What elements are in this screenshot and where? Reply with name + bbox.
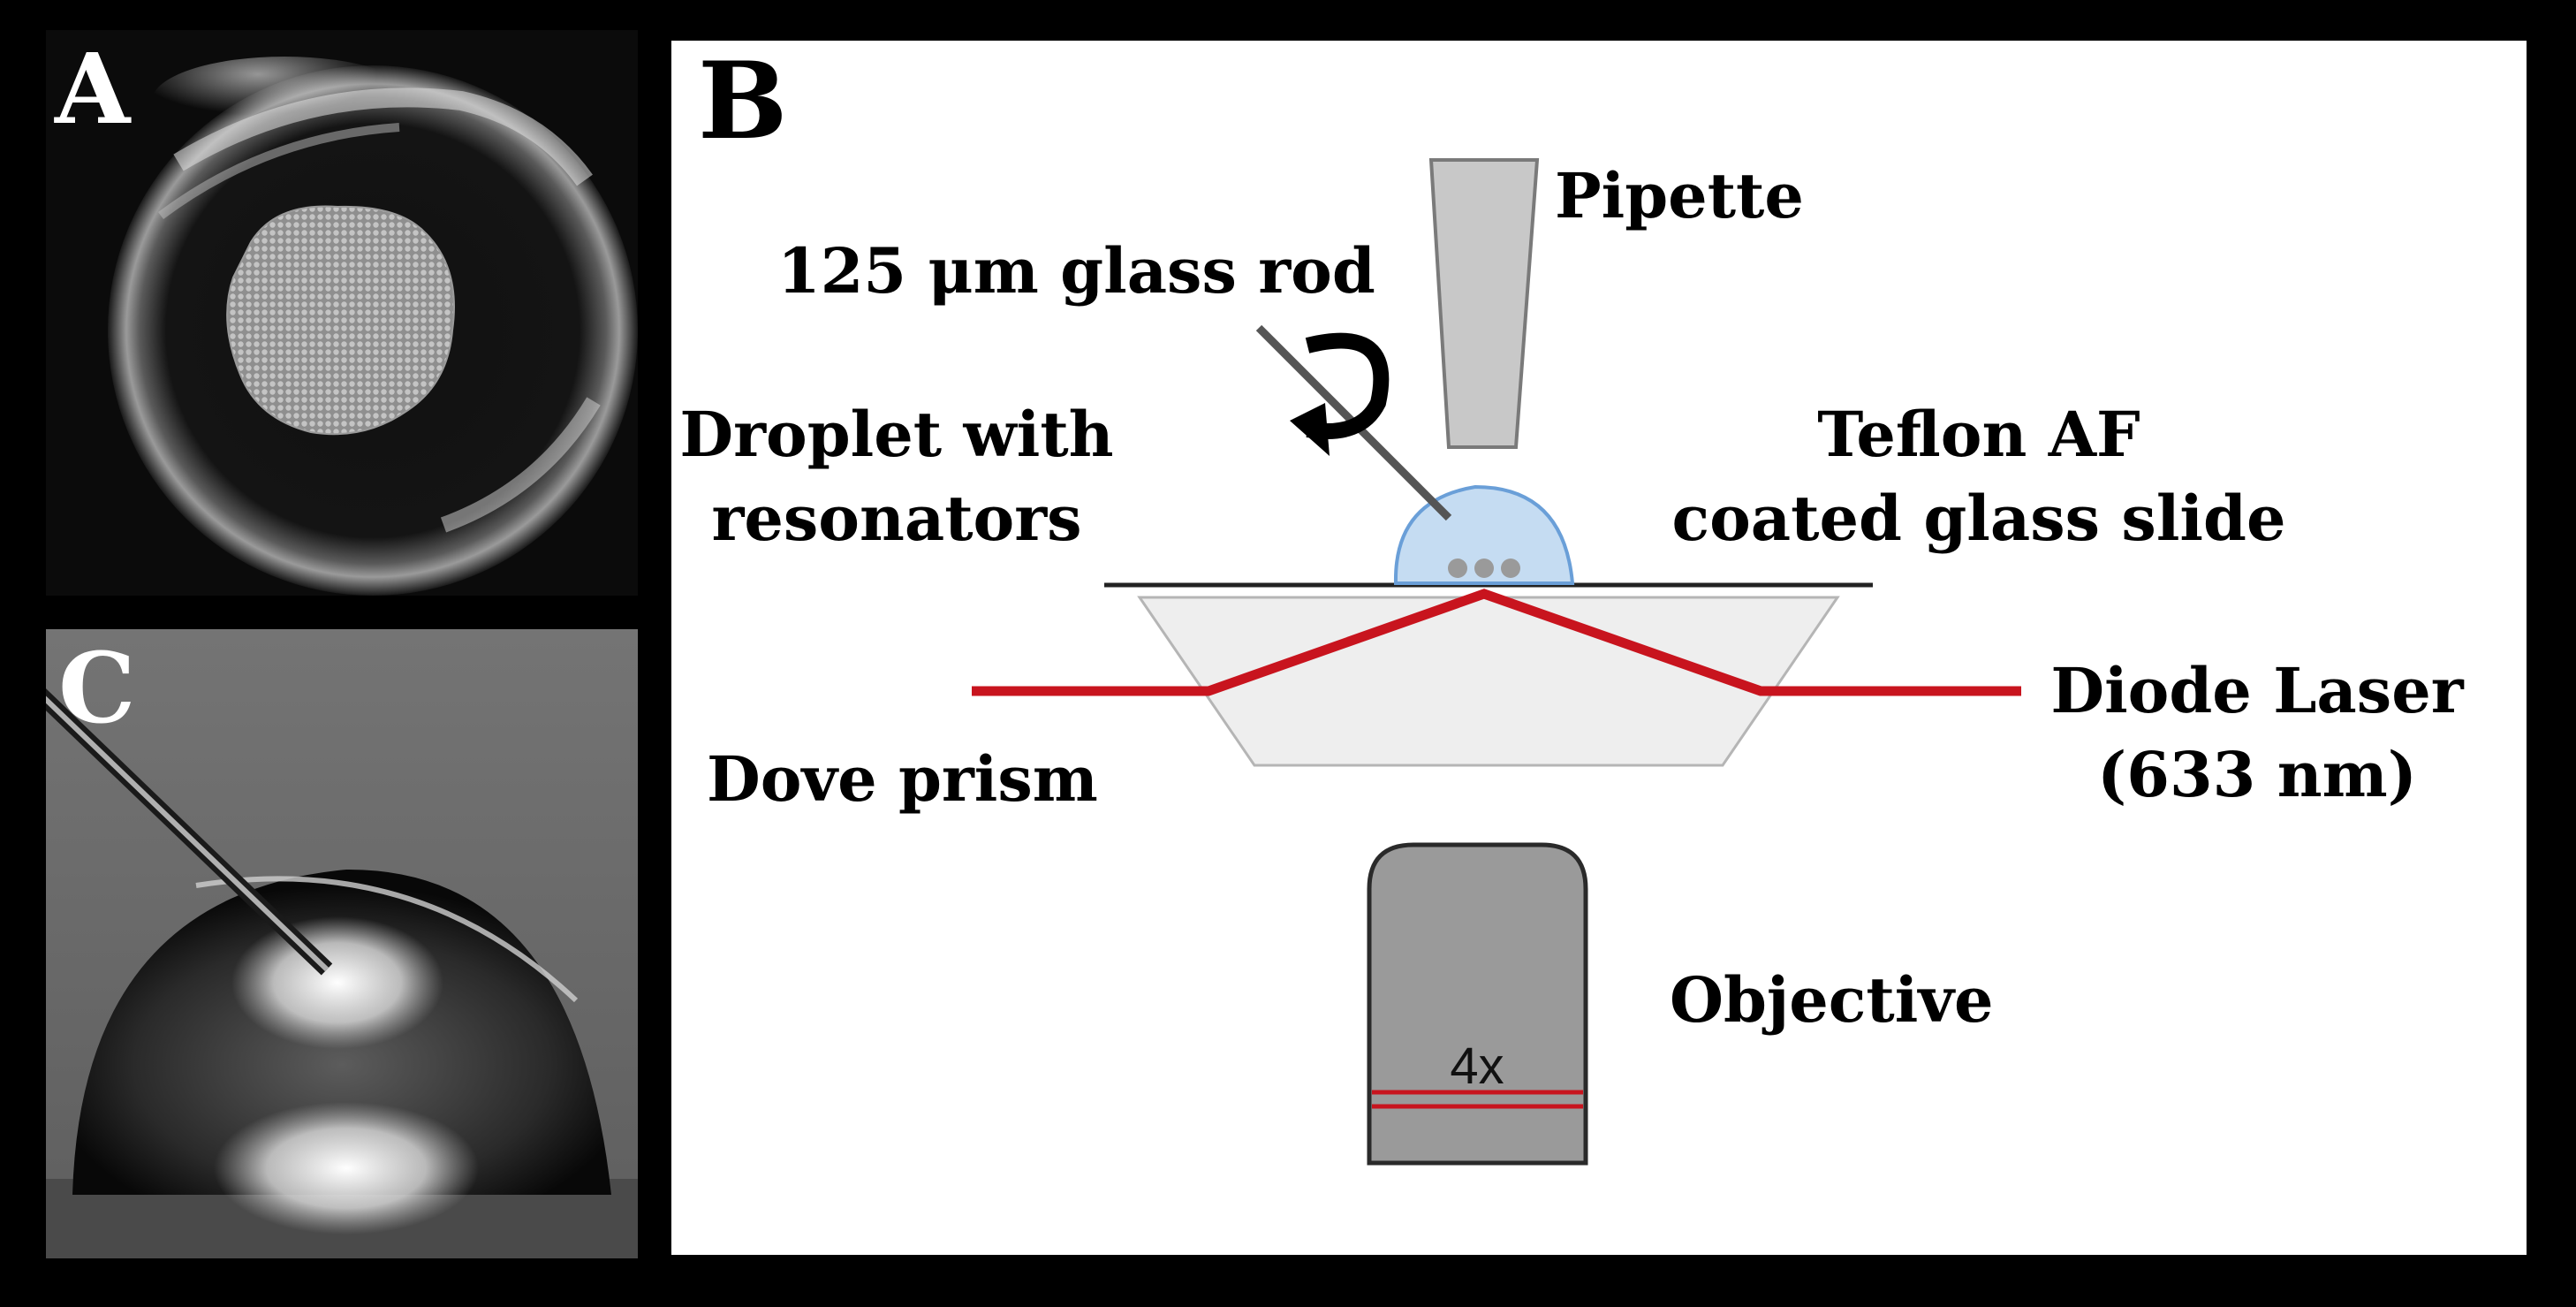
- laser-beam: [972, 589, 2021, 696]
- panel-a-photo: A: [46, 30, 638, 596]
- panel-a-label: A: [54, 32, 132, 146]
- panel-c-photo: C: [46, 629, 638, 1258]
- panel-c-label: C: [58, 631, 136, 745]
- label-laser-line1: Diode Laser: [2050, 654, 2464, 727]
- rotation-arrowhead: [1290, 403, 1330, 456]
- schematic-diagram: B 4x Pipette: [679, 41, 2465, 1166]
- resonator-dot: [1474, 559, 1494, 578]
- resonator-dot: [1501, 559, 1520, 578]
- objective-magnification: 4x: [1450, 1037, 1504, 1095]
- resonator-dot: [1448, 559, 1467, 578]
- panel-c-image: [46, 629, 638, 1258]
- label-droplet-line1: Droplet with: [679, 398, 1113, 471]
- droplet-highlight-bottom: [214, 1102, 479, 1235]
- label-slide-line1: Teflon AF: [1817, 398, 2140, 471]
- panel-b-label: B: [698, 41, 787, 163]
- panel-b-schematic: B 4x Pipette: [671, 41, 2527, 1255]
- label-pipette: Pipette: [1555, 159, 1804, 232]
- rotation-arrow: [1305, 332, 1390, 439]
- panel-a-image: [46, 30, 638, 596]
- objective-lens: [1367, 842, 1588, 1166]
- label-glass-rod: 125 μm glass rod: [777, 234, 1375, 308]
- pipette: [1428, 158, 1540, 449]
- resonator-layer: [226, 205, 455, 436]
- droplet-highlight-top: [231, 916, 443, 1049]
- label-objective: Objective: [1670, 963, 1994, 1037]
- dove-prism: [1137, 596, 1840, 767]
- label-dove-prism: Dove prism: [707, 742, 1098, 816]
- label-laser-line2: (633 nm): [2097, 738, 2417, 811]
- label-droplet-line2: resonators: [711, 482, 1081, 555]
- label-slide-line2: coated glass slide: [1671, 482, 2285, 555]
